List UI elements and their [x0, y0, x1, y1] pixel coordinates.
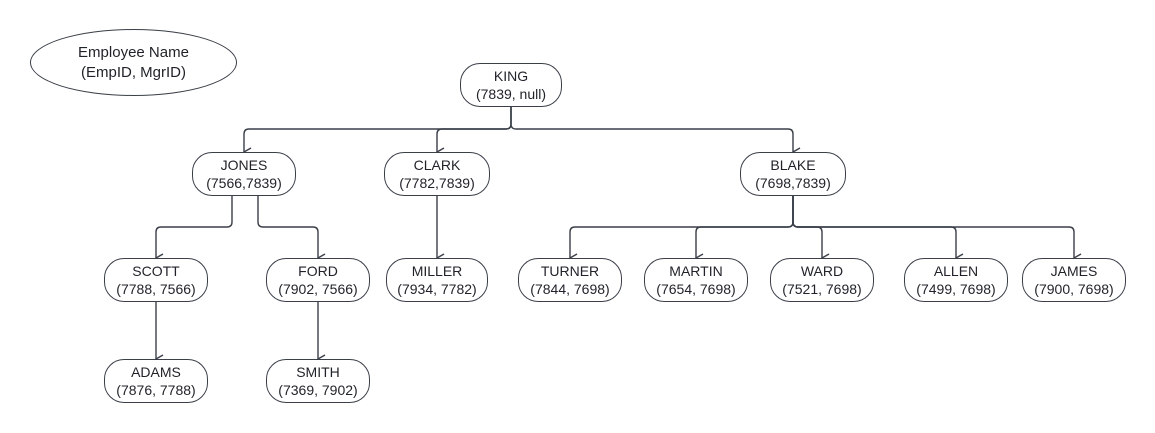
employee-ids: (7369, 7902) [278, 382, 358, 398]
employee-name: SMITH [296, 364, 340, 380]
employee-ids: (7839, null) [475, 86, 547, 102]
employee-node-jones: JONES (7566,7839) [192, 152, 296, 196]
employee-name: TURNER [540, 263, 600, 279]
employee-node-martin: MARTIN (7654, 7698) [644, 258, 748, 302]
employee-node-adams: ADAMS (7876, 7788) [104, 359, 208, 403]
employee-node-turner: TURNER (7844, 7698) [518, 258, 622, 302]
employee-ids: (7876, 7788) [116, 382, 196, 398]
employee-name: SCOTT [132, 263, 180, 279]
employee-node-king: KING (7839, null) [460, 63, 562, 107]
employee-name: JAMES [1050, 263, 1098, 279]
employee-ids: (7698,7839) [755, 175, 831, 191]
employee-name: KING [493, 68, 529, 84]
employee-name: MARTIN [669, 263, 723, 279]
employee-name: ALLEN [933, 263, 979, 279]
connector-jones-to-ford [257, 196, 326, 263]
connector-blake-to-martin [695, 196, 794, 263]
employee-node-blake: BLAKE (7698,7839) [740, 152, 846, 196]
employee-ids: (7782,7839) [399, 175, 475, 191]
legend-key: Employee Name (EmpID, MgrID) [30, 29, 237, 96]
employee-name: FORD [298, 263, 338, 279]
employee-node-ford: FORD (7902, 7566) [266, 258, 370, 302]
legend-ids-label: (EmpID, MgrID) [81, 63, 186, 81]
employee-ids: (7788, 7566) [116, 281, 196, 297]
employee-ids: (7900, 7698) [1034, 281, 1114, 297]
employee-name: MILLER [411, 263, 463, 279]
employee-name: WARD [800, 263, 844, 279]
employee-ids: (7902, 7566) [278, 281, 358, 297]
employee-node-allen: ALLEN (7499, 7698) [904, 258, 1008, 302]
employee-ids: (7499, 7698) [916, 281, 996, 297]
employee-name: BLAKE [770, 157, 816, 173]
connector-king-to-clark [436, 107, 512, 157]
employee-node-clark: CLARK (7782,7839) [384, 152, 490, 196]
employee-ids: (7521, 7698) [782, 281, 862, 297]
employee-node-james: JAMES (7900, 7698) [1022, 258, 1126, 302]
employee-name: JONES [220, 157, 268, 173]
employee-node-ward: WARD (7521, 7698) [770, 258, 874, 302]
legend-name-label: Employee Name [78, 43, 189, 61]
employee-name: CLARK [413, 157, 461, 173]
employee-ids: (7934, 7782) [397, 281, 477, 297]
employee-ids: (7566,7839) [206, 175, 282, 191]
connector-king-to-blake [510, 107, 801, 157]
employee-node-miller: MILLER (7934, 7782) [386, 258, 488, 302]
employee-name: ADAMS [131, 364, 181, 380]
employee-ids: (7844, 7698) [530, 281, 610, 297]
connector-jones-to-scott [155, 196, 233, 263]
employee-node-scott: SCOTT (7788, 7566) [104, 258, 208, 302]
employee-ids: (7654, 7698) [656, 281, 736, 297]
connector-blake-to-james [792, 196, 1082, 263]
employee-node-smith: SMITH (7369, 7902) [266, 359, 370, 403]
